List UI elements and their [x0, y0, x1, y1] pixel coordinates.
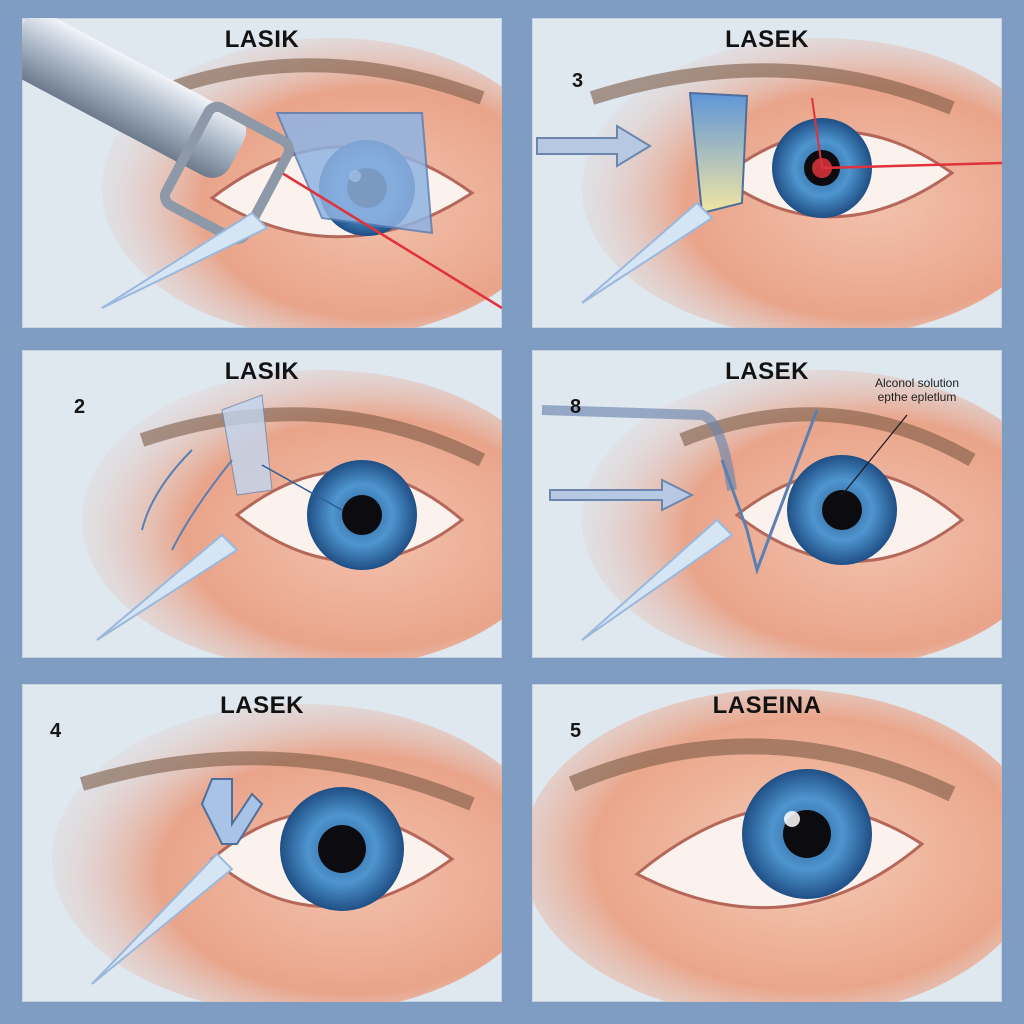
panel-title: LASIK [22, 358, 502, 386]
panel-laseina-result: LASEINA 5 [532, 684, 1002, 1002]
panel-title: LASEINA [532, 692, 1002, 720]
panel-title: LASIK [22, 26, 502, 54]
panel-lasek-step-4: LASEK 4 [22, 684, 502, 1002]
panel-lasik-step: LASIK 2 [22, 350, 502, 658]
eye-illustration-icon [22, 684, 502, 1002]
panel-lasek-laser: LASEK 3 [532, 18, 1002, 328]
step-number: 5 [570, 720, 581, 743]
step-number: 4 [50, 720, 61, 743]
eye-illustration-icon [532, 18, 1002, 328]
panel-lasek-alcohol: LASEK 8 Alconol solution epthe epletlum [532, 350, 1002, 658]
annotation-line-2: epthe epletlum [842, 390, 992, 404]
panel-title: LASEK [22, 692, 502, 720]
eye-illustration-icon [22, 18, 502, 328]
step-number: 8 [570, 396, 581, 419]
panel-lasik-microkeratome: LASIK [22, 18, 502, 328]
step-number: 3 [572, 70, 583, 93]
step-number: 2 [74, 396, 85, 419]
annotation-line-1: Alconol solution [842, 376, 992, 390]
eye-illustration-icon [22, 350, 502, 658]
panel-title: LASEK [532, 26, 1002, 54]
annotation-label: Alconol solution epthe epletlum [842, 376, 992, 404]
eye-illustration-icon [532, 684, 1002, 1002]
